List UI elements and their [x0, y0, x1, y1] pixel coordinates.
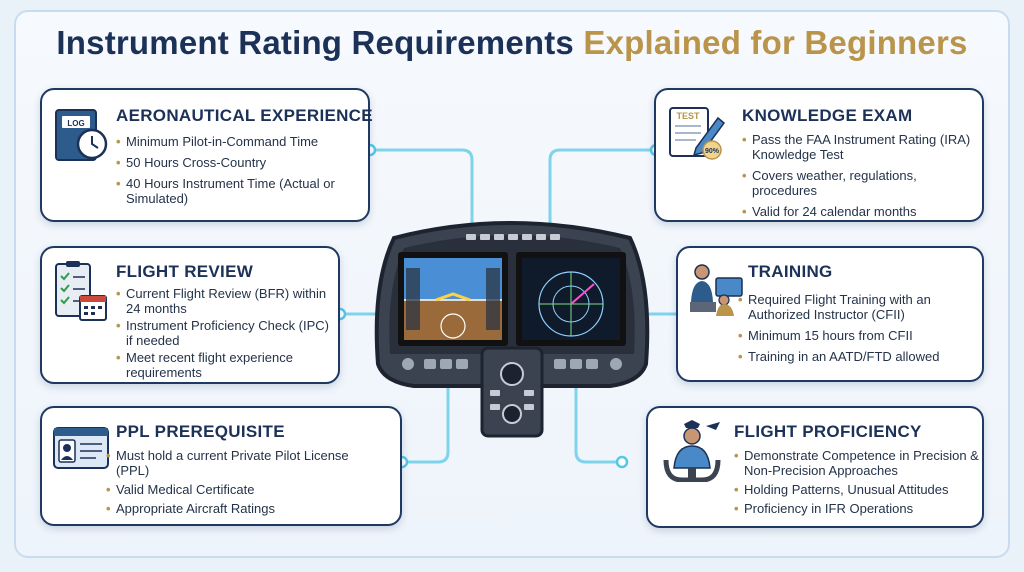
list-item: Valid for 24 calendar months — [742, 204, 978, 219]
list-item: Demonstrate Competence in Precision & No… — [734, 448, 980, 478]
card-knowledge-exam: TEST 90% KNOWLEDGE EXAM Pass the FAA Ins… — [654, 88, 984, 222]
connector-exam — [548, 148, 658, 234]
connector-aero — [368, 148, 474, 234]
list-item: Required Flight Training with an Authori… — [738, 292, 978, 322]
list-item: Meet recent flight experience requiremen… — [116, 350, 336, 380]
list-item: Appropriate Aircraft Ratings — [106, 501, 356, 516]
pilot-license-icon — [53, 427, 109, 469]
card-heading: KNOWLEDGE EXAM — [742, 106, 913, 125]
list-item: Pass the FAA Instrument Rating (IRA) Kno… — [742, 132, 978, 162]
svg-text:90%: 90% — [705, 148, 720, 155]
card-heading: TRAINING — [748, 262, 833, 281]
card-training: TRAINING Required Flight Training with a… — [676, 246, 984, 382]
card-list: Required Flight Training with an Authori… — [738, 292, 978, 370]
card-heading: PPL PREREQUISITE — [116, 422, 285, 441]
card-list: Minimum Pilot-in-Command Time 50 Hours C… — [116, 134, 366, 212]
connector-proficiency — [574, 382, 624, 464]
list-item: Proficiency in IFR Operations — [734, 501, 980, 516]
card-list: Current Flight Review (BFR) within 24 mo… — [116, 286, 336, 386]
svg-text:TEST: TEST — [676, 111, 700, 121]
instructor-simulator-icon — [690, 264, 743, 316]
list-item: Covers weather, regulations, procedures — [742, 168, 978, 198]
list-item: Minimum Pilot-in-Command Time — [116, 134, 366, 149]
card-aeronautical-experience: LOG AERONAUTICAL EXPERIENCE Minimum Pilo… — [40, 88, 373, 222]
list-item: Holding Patterns, Unusual Attitudes — [734, 482, 980, 497]
test-pencil-icon: TEST 90% — [669, 107, 726, 160]
connector-ppl — [400, 382, 450, 464]
logbook-clock-icon: LOG — [55, 109, 108, 161]
card-flight-proficiency: FLIGHT PROFICIENCY Demonstrate Competenc… — [646, 406, 984, 528]
title-main: Instrument Rating Requirements — [56, 24, 574, 61]
card-ppl-prerequisite: PPL PREREQUISITE Must hold a current Pri… — [40, 406, 402, 526]
list-item: Training in an AATD/FTD allowed — [738, 349, 978, 364]
card-list: Must hold a current Private Pilot Licens… — [106, 448, 356, 522]
card-list: Pass the FAA Instrument Rating (IRA) Kno… — [742, 132, 978, 225]
list-item: 40 Hours Instrument Time (Actual or Simu… — [116, 176, 366, 206]
list-item: Minimum 15 hours from CFII — [738, 328, 978, 343]
title-highlight: Explained for Beginners — [583, 24, 968, 61]
card-list: Demonstrate Competence in Precision & No… — [734, 448, 980, 522]
card-flight-review: FLIGHT REVIEW Current Flight Review (BFR… — [40, 246, 340, 384]
list-item: Must hold a current Private Pilot Licens… — [106, 448, 356, 478]
list-item: 50 Hours Cross-Country — [116, 155, 366, 170]
glass-cockpit-panel-icon — [374, 221, 650, 438]
connector-dot — [615, 455, 629, 469]
card-heading: FLIGHT REVIEW — [116, 262, 254, 281]
list-item: Current Flight Review (BFR) within 24 mo… — [116, 286, 336, 316]
card-heading: AERONAUTICAL EXPERIENCE — [116, 106, 373, 125]
card-heading: FLIGHT PROFICIENCY — [734, 422, 922, 441]
page-title: Instrument Rating Requirements Explained… — [0, 24, 1024, 62]
list-item: Instrument Proficiency Check (IPC) if ne… — [116, 318, 336, 348]
checklist-calendar-icon — [55, 261, 107, 321]
svg-text:LOG: LOG — [67, 119, 84, 128]
list-item: Valid Medical Certificate — [106, 482, 356, 497]
pilot-yoke-icon — [663, 420, 721, 482]
